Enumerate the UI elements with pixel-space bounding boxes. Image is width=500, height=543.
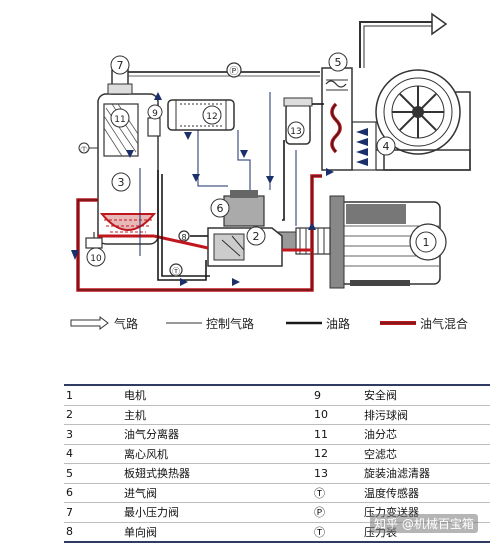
table-row: 3 油气分离器 11 油分芯 xyxy=(64,424,490,445)
centrifugal-fan xyxy=(351,69,471,171)
compressor-schematic: 1 2 3 4 5 6 7 8 9 10 11 12 13 Ⓣ xyxy=(71,12,471,292)
callout-11: 11 xyxy=(114,115,125,125)
airend-main-unit xyxy=(207,190,283,267)
safety-valve xyxy=(147,117,161,137)
legend-air-label: 气路 xyxy=(114,316,139,331)
legend-oil: 油路 xyxy=(286,311,350,335)
oil-gas-mix-line-icon xyxy=(380,321,416,325)
legend-control-air: 控制气路 xyxy=(166,311,254,335)
callout-8: 8 xyxy=(181,233,186,242)
air-outlet-arrow-icon xyxy=(431,12,448,36)
pressure-gauge-label: Ⓣ xyxy=(172,267,180,276)
air-outlet-line-inner xyxy=(363,25,432,68)
callout-13: 13 xyxy=(290,127,301,137)
air-outlet-line xyxy=(359,21,432,68)
callout-2: 2 xyxy=(253,230,260,243)
table-row: 2 主机 10 排污球阀 xyxy=(64,405,490,425)
callout-5: 5 xyxy=(335,56,342,69)
legend-control-air-label: 控制气路 xyxy=(206,316,255,331)
air-filter xyxy=(167,99,235,131)
oil-line-icon xyxy=(286,321,322,325)
callout-9: 9 xyxy=(152,109,158,119)
plate-fin-heat-exchanger xyxy=(321,67,353,171)
control-air-line-icon xyxy=(166,322,202,324)
table-row: 4 离心风机 12 空滤芯 xyxy=(64,444,490,464)
pressure-transmitter-label: Ⓟ xyxy=(229,66,238,77)
temp-sensor-label: Ⓣ xyxy=(81,146,88,154)
legend-mix: 油气混合 xyxy=(380,311,468,335)
callout-12: 12 xyxy=(206,112,217,122)
table-row: 1 电机 9 安全阀 xyxy=(64,384,490,406)
pressure-transmitter-icon xyxy=(226,62,242,78)
legend-air: 气路 xyxy=(70,311,138,335)
callout-1: 1 xyxy=(423,236,430,249)
legend-oil-label: 油路 xyxy=(326,316,351,331)
legend-mix-label: 油气混合 xyxy=(420,316,469,331)
temperature-sensor-icon xyxy=(78,142,98,154)
flow-direction-arrows xyxy=(71,92,334,286)
cooling-air-arrows xyxy=(356,128,368,166)
pressure-gauge-icon xyxy=(169,263,183,277)
watermark: 知乎 @机械百宝箱 xyxy=(370,514,478,533)
table-row: 5 板翅式换热器 13 旋装油滤清器 xyxy=(64,463,490,484)
oil-gas-mix-lines xyxy=(76,174,322,292)
callout-10: 10 xyxy=(90,254,102,264)
callout-3: 3 xyxy=(118,176,125,189)
callout-4: 4 xyxy=(383,140,390,153)
callout-7: 7 xyxy=(117,59,124,72)
check-valve xyxy=(178,230,190,242)
air-path-arrow-icon xyxy=(70,316,109,330)
control-air-lines xyxy=(139,92,297,256)
table-row: 6 进气阀 Ⓣ 温度传感器 xyxy=(64,483,490,503)
callout-6: 6 xyxy=(217,202,224,215)
